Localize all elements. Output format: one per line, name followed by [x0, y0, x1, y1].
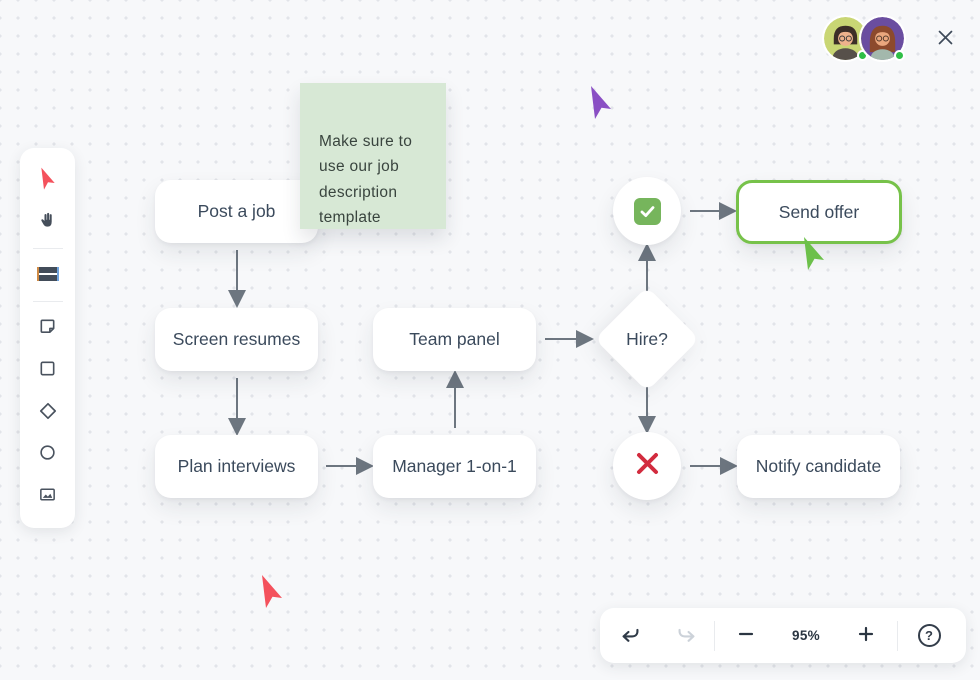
pan-tool-button[interactable] [27, 201, 69, 243]
zoom-toolbar: 95% ? [600, 608, 966, 663]
sticky-note-text: Make sure to use our job description tem… [319, 132, 413, 227]
node-label: Send offer [778, 201, 860, 222]
toolbar-divider [32, 301, 63, 302]
undo-button[interactable] [602, 608, 658, 663]
flow-node-hire-decision[interactable]: Hire? [593, 286, 701, 392]
image-icon [38, 485, 57, 507]
node-label: Notify candidate [755, 456, 882, 476]
flow-node-plan-interviews[interactable]: Plan interviews [155, 435, 318, 498]
sticky-note-icon [38, 317, 57, 339]
avatar [822, 15, 869, 62]
help-icon: ? [917, 624, 941, 647]
circle-icon [38, 443, 57, 465]
node-label: Post a job [197, 201, 276, 221]
select-tool-button[interactable] [27, 159, 69, 201]
sticky-note[interactable]: Make sure to use our job description tem… [300, 83, 446, 229]
zoom-out-button[interactable] [715, 608, 777, 663]
flow-node-notify-candidate[interactable]: Notify candidate [737, 435, 900, 498]
flow-node-send-offer[interactable]: Send offer [736, 180, 902, 244]
ellipse-tool-button[interactable] [27, 433, 69, 475]
remote-cursor-red [261, 574, 285, 615]
node-label: Screen resumes [172, 329, 301, 349]
close-icon [938, 30, 953, 48]
online-status-dot [894, 50, 905, 61]
redo-icon [676, 624, 697, 648]
flow-node-team-panel[interactable]: Team panel [373, 308, 536, 371]
plus-icon [857, 625, 875, 646]
zoom-in-button[interactable] [835, 608, 897, 663]
toolbar-divider [32, 248, 63, 249]
close-button[interactable] [934, 28, 956, 50]
zoom-level: 95% [792, 628, 820, 643]
diamond-icon [38, 401, 58, 424]
remote-cursor-purple [590, 85, 614, 126]
flow-node-screen-resumes[interactable]: Screen resumes [155, 308, 318, 371]
flow-node-post-a-job[interactable]: Post a job [155, 180, 318, 243]
node-label: Manager 1-on-1 [392, 456, 517, 476]
toolbar-divider [714, 620, 715, 651]
template-icon [36, 266, 59, 285]
image-tool-button[interactable] [27, 475, 69, 517]
rectangle-tool-button[interactable] [27, 349, 69, 391]
node-label: Hire? [626, 328, 668, 349]
sticky-note-tool-button[interactable] [27, 307, 69, 349]
diamond-tool-button[interactable] [27, 391, 69, 433]
flow-node-approve[interactable] [613, 177, 681, 245]
minus-icon [737, 625, 755, 646]
tools-panel [20, 148, 75, 528]
node-label: Team panel [409, 329, 500, 349]
flow-node-manager-1-on-1[interactable]: Manager 1-on-1 [373, 435, 536, 498]
toolbar-divider [897, 620, 898, 651]
cursor-icon [39, 167, 57, 194]
node-label: Plan interviews [177, 456, 296, 476]
help-glyph: ? [925, 628, 933, 643]
templates-tool-button[interactable] [27, 254, 69, 296]
square-icon [38, 359, 57, 381]
hand-icon [38, 211, 57, 233]
checkmark-icon [633, 197, 661, 225]
help-button[interactable]: ? [898, 608, 960, 663]
collaborator-avatar-1[interactable] [822, 15, 869, 62]
avatar [859, 15, 906, 62]
redo-button[interactable] [658, 608, 714, 663]
collaborator-avatar-2[interactable] [859, 15, 906, 62]
undo-icon [620, 624, 641, 648]
x-mark-icon [634, 450, 661, 482]
presence-avatars [822, 15, 906, 62]
flow-node-reject[interactable] [613, 432, 681, 500]
